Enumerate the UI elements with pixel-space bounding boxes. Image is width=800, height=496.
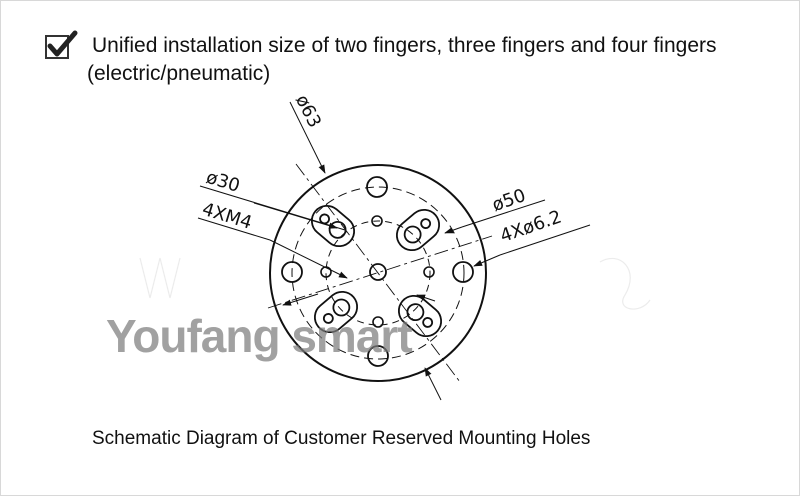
outer-circle [269, 164, 487, 382]
pin-hole-top [366, 176, 388, 198]
finger-mount-bottom-left [313, 290, 359, 334]
finger-mount-bottom-right [397, 294, 443, 338]
label-thread-holes: 4XM4 [200, 199, 255, 234]
dimension-inner-circle: ø30 [199, 167, 436, 302]
inner-circle [325, 220, 431, 326]
label-outer-diameter: ø63 [291, 91, 325, 131]
pin-hole-right [452, 261, 474, 283]
watermark-text: Youfang smart [106, 310, 413, 362]
thread-hole-right [423, 266, 435, 278]
background-watermark [139, 257, 651, 310]
pin-hole-bottom [367, 345, 389, 367]
label-pitch-circle: ø50 [489, 185, 528, 216]
center-hole [369, 263, 387, 281]
diagram-caption: Schematic Diagram of Customer Reserved M… [92, 428, 591, 449]
thread-hole-left [320, 266, 332, 278]
finger-mount-top-right [395, 208, 441, 252]
title-line-1: Unified installation size of two fingers… [92, 34, 717, 57]
checkbox-checked-icon [45, 30, 78, 59]
thread-hole-bottom [372, 316, 384, 328]
label-inner-circle: ø30 [204, 167, 243, 197]
title-line-2: (electric/pneumatic) [87, 62, 271, 85]
thread-hole-top [371, 215, 383, 227]
center-line-diagonal-a [295, 163, 461, 383]
pin-hole-left [281, 261, 303, 283]
pitch-circle [291, 186, 465, 360]
